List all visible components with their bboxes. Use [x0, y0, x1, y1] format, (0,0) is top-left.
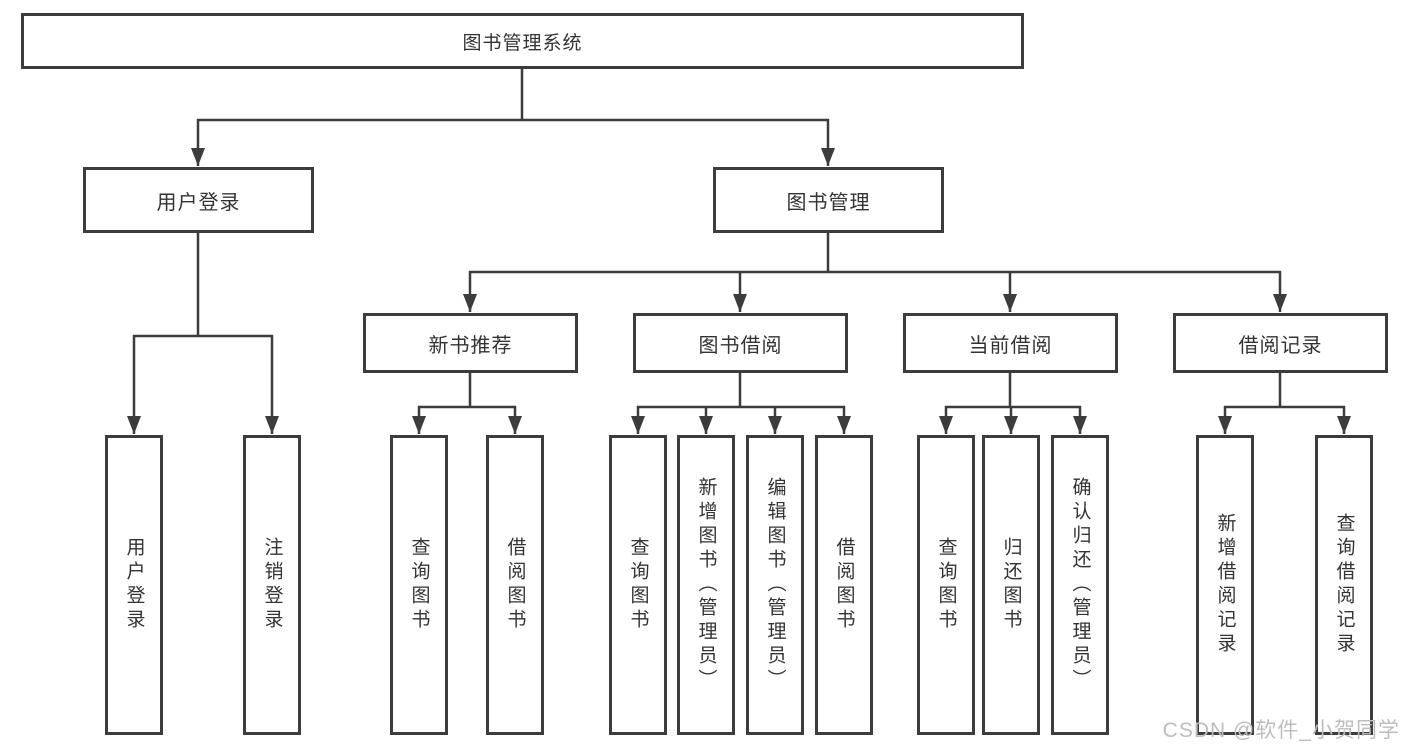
leaf-add-books-admin-label: 新增图书（管理员） — [695, 477, 717, 693]
leaf-logout-label: 注销登录 — [261, 537, 283, 633]
leaf-add-books-admin: 新增图书（管理员） — [677, 435, 735, 735]
node-new-book-recommend-label: 新书推荐 — [428, 334, 513, 357]
leaf-confirm-return-admin-label: 确认归还（管理员） — [1069, 477, 1091, 693]
leaf-borrow-books-recommend: 借阅图书 — [486, 435, 544, 735]
node-book-borrowing: 图书借阅 — [633, 313, 848, 373]
leaf-borrow-books-label: 借阅图书 — [833, 537, 855, 633]
leaf-user-login-label: 用户登录 — [123, 537, 145, 633]
leaf-query-books-current: 查询图书 — [917, 435, 975, 735]
leaf-query-books-borrow: 查询图书 — [609, 435, 667, 735]
leaf-edit-books-admin: 编辑图书（管理员） — [746, 435, 804, 735]
node-book-management: 图书管理 — [713, 167, 944, 233]
node-book-borrowing-label: 图书借阅 — [698, 334, 783, 357]
node-current-borrowing-label: 当前借阅 — [968, 334, 1053, 357]
leaf-query-books-current-label: 查询图书 — [935, 537, 957, 633]
node-user-login-label: 用户登录 — [156, 191, 241, 214]
leaf-add-borrow-record-label: 新增借阅记录 — [1214, 513, 1236, 657]
node-root-label: 图书管理系统 — [462, 32, 583, 54]
node-book-management-label: 图书管理 — [786, 191, 871, 214]
node-borrowing-records-label: 借阅记录 — [1238, 334, 1323, 357]
leaf-return-books-label: 归还图书 — [1000, 537, 1022, 633]
leaf-query-books-recommend-label: 查询图书 — [408, 537, 430, 633]
leaf-logout: 注销登录 — [243, 435, 301, 735]
csdn-watermark: CSDN @软件_小贺同学 — [1162, 719, 1400, 742]
leaf-query-borrow-record: 查询借阅记录 — [1315, 435, 1373, 735]
leaf-user-login: 用户登录 — [105, 435, 163, 735]
leaf-query-books-borrow-label: 查询图书 — [627, 537, 649, 633]
leaf-confirm-return-admin: 确认归还（管理员） — [1051, 435, 1109, 735]
leaf-add-borrow-record: 新增借阅记录 — [1196, 435, 1254, 735]
leaf-borrow-books-recommend-label: 借阅图书 — [504, 537, 526, 633]
node-new-book-recommend: 新书推荐 — [363, 313, 578, 373]
node-current-borrowing: 当前借阅 — [903, 313, 1118, 373]
leaf-query-borrow-record-label: 查询借阅记录 — [1333, 513, 1355, 657]
leaf-query-books-recommend: 查询图书 — [390, 435, 448, 735]
leaf-edit-books-admin-label: 编辑图书（管理员） — [764, 477, 786, 693]
node-root-system: 图书管理系统 — [21, 13, 1024, 69]
node-user-login: 用户登录 — [83, 167, 314, 233]
leaf-borrow-books: 借阅图书 — [815, 435, 873, 735]
node-borrowing-records: 借阅记录 — [1173, 313, 1388, 373]
leaf-return-books: 归还图书 — [982, 435, 1040, 735]
